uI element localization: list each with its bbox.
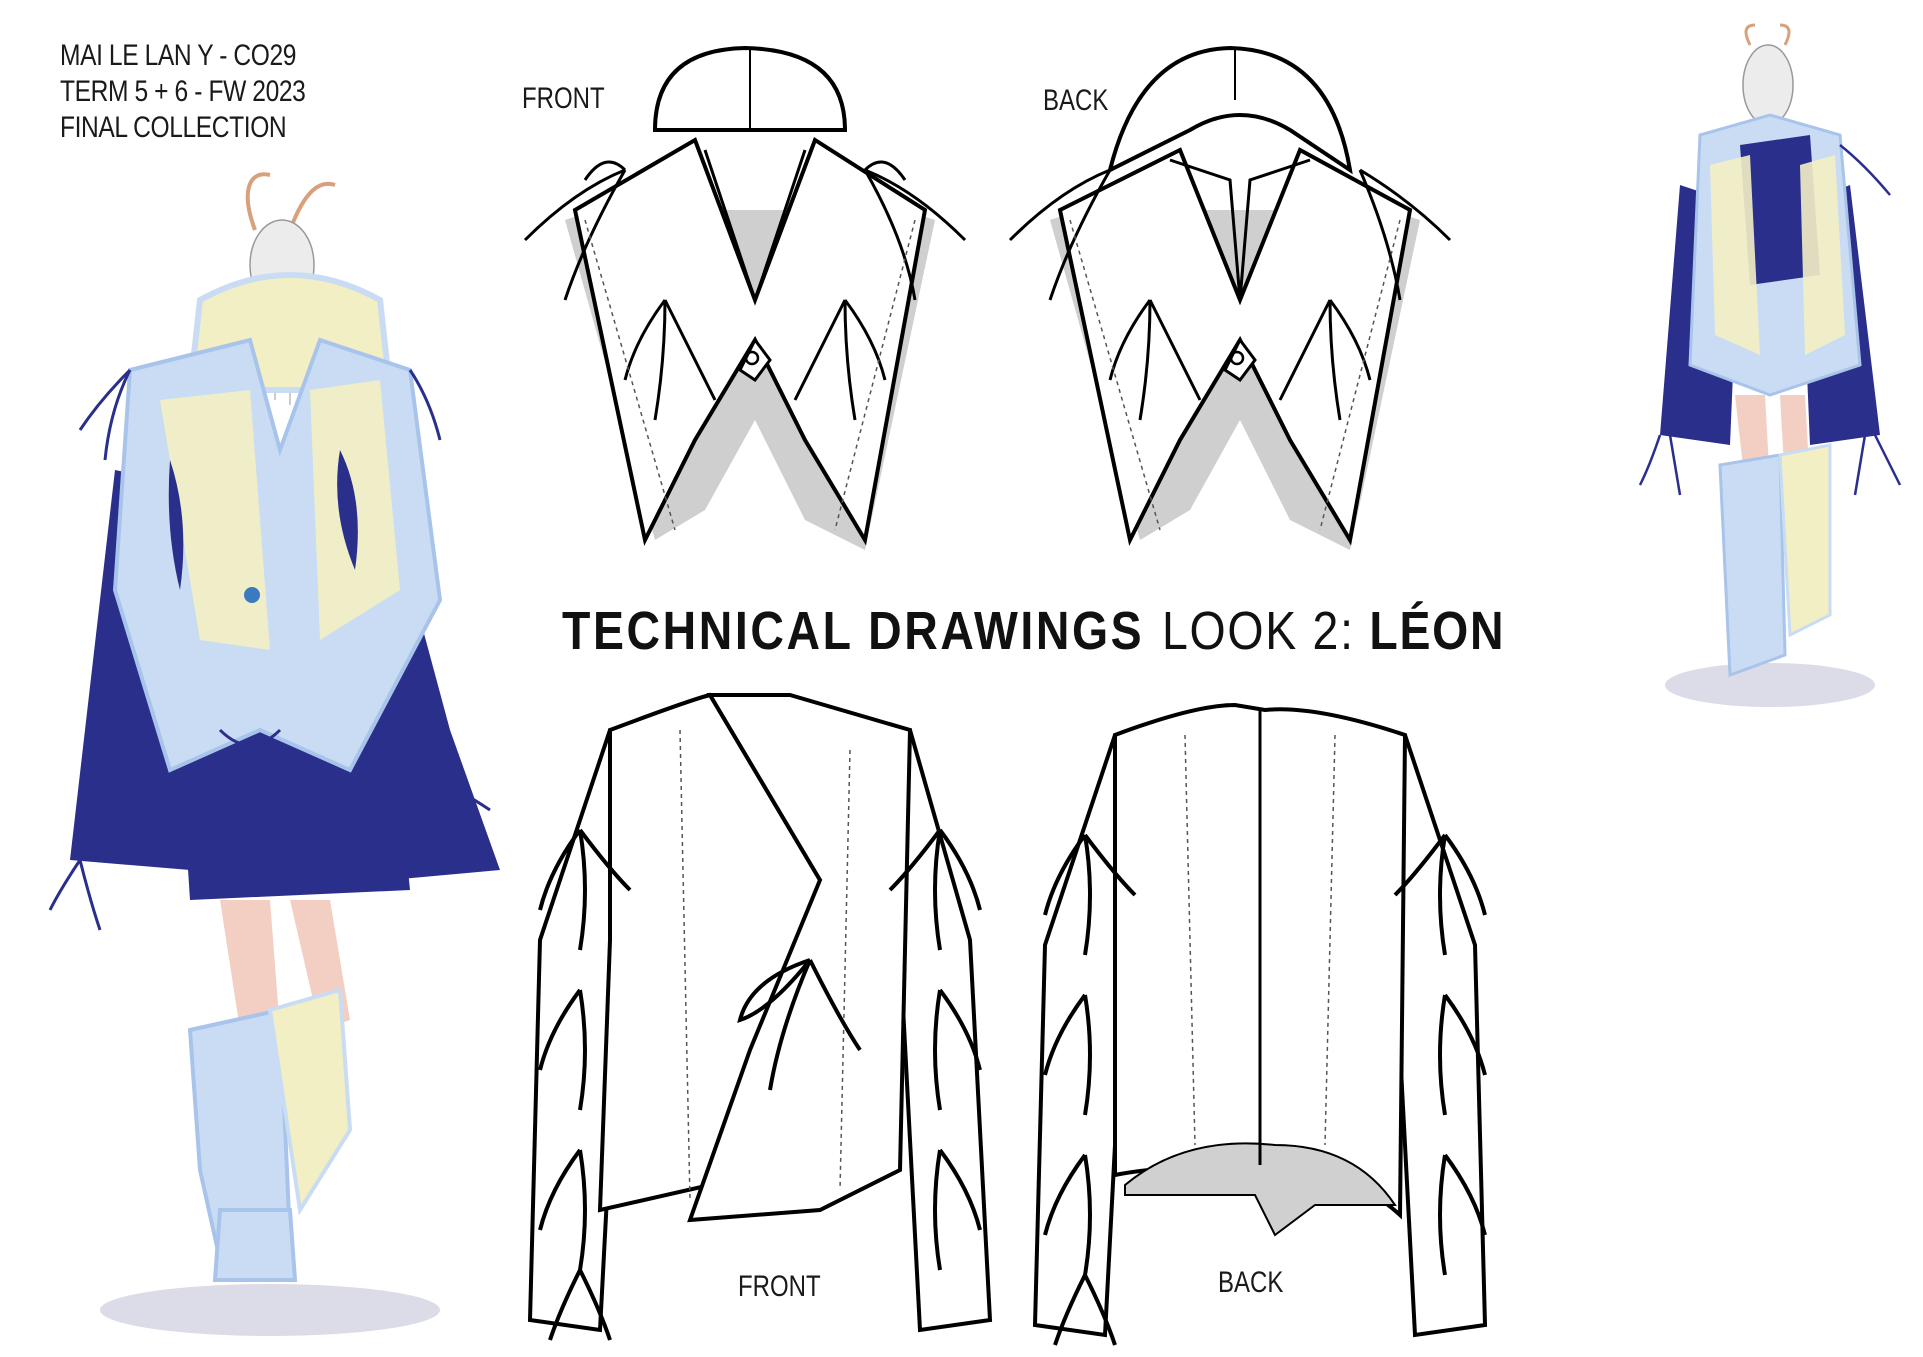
designer-info: MAI LE LAN Y - CO29 TERM 5 + 6 - FW 2023… <box>60 38 306 146</box>
top-back-label: BACK <box>1043 84 1109 117</box>
vest-front-drawing <box>523 45 967 550</box>
title-row: TECHNICAL DRAWINGS LOOK 2: LÉON <box>562 600 1504 661</box>
back-look-illustration <box>1638 23 1902 707</box>
look-prefix: LOOK 2: <box>1162 601 1370 661</box>
bottom-front-label: FRONT <box>738 1270 821 1303</box>
jacket-front-drawing <box>527 692 993 1341</box>
term-info: TERM 5 + 6 - FW 2023 <box>60 75 306 108</box>
designer-name: MAI LE LAN Y - CO29 <box>60 39 297 72</box>
page-title: TECHNICAL DRAWINGS <box>562 601 1145 661</box>
bottom-back-label: BACK <box>1218 1266 1284 1299</box>
vest-back-drawing <box>1008 45 1452 550</box>
top-front-label: FRONT <box>522 82 605 115</box>
look-title: LOOK 2: LÉON <box>1162 600 1505 662</box>
look-name: LÉON <box>1369 601 1506 661</box>
front-look-illustration <box>48 172 500 1336</box>
collection-name: FINAL COLLECTION <box>60 111 287 144</box>
jacket-back-drawing <box>1032 702 1488 1346</box>
